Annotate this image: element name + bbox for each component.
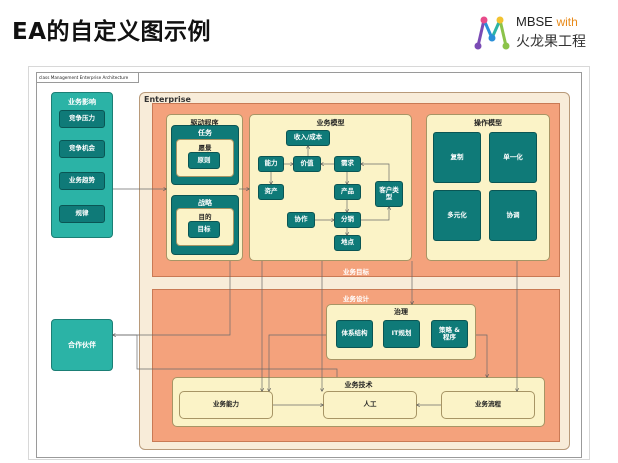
connector-customer-demand <box>361 164 390 181</box>
brand-subtitle: 火龙果工程 <box>516 34 586 50</box>
business-goals-label: 业务目标 <box>343 268 369 276</box>
influence-competitive-pressure[interactable]: 竞争压力 <box>59 110 105 128</box>
operating-model-title: 操作模型 <box>474 119 502 127</box>
slide-title: EA的自定义图示例 <box>12 19 212 45</box>
business-design-label: 业务设计 <box>343 295 369 303</box>
connector-lines <box>37 73 581 457</box>
tech-process[interactable]: 业务流程 <box>441 391 535 419</box>
partner-label: 合作伙伴 <box>68 341 96 349</box>
bm-location[interactable]: 地点 <box>334 235 361 251</box>
brand-name: MBSE with <box>516 14 578 29</box>
om-diversification[interactable]: 多元化 <box>433 190 481 241</box>
drivers-title: 驱动程序 <box>190 119 219 127</box>
gov-policy-procedure[interactable]: 策略 & 程序 <box>431 320 468 348</box>
governance-title: 治理 <box>394 308 408 316</box>
mission-label: 任务 <box>198 129 212 137</box>
connector-driver-partner <box>113 261 231 335</box>
tech-manual[interactable]: 人工 <box>323 391 417 419</box>
business-model-title: 业务模型 <box>316 119 345 127</box>
influences-title: 业务影响 <box>68 98 96 106</box>
bm-capability[interactable]: 能力 <box>258 156 284 172</box>
business-technology-title: 业务技术 <box>344 381 373 389</box>
principle-box[interactable]: 原则 <box>188 152 220 169</box>
connector-governance-capability <box>269 334 326 391</box>
connector-governance-process <box>476 334 487 377</box>
diagram-header: class Management Enterprise Architecture <box>37 73 140 83</box>
om-coordination[interactable]: 协调 <box>489 190 537 241</box>
influence-business-trend[interactable]: 业务趋势 <box>59 172 105 190</box>
partner-box[interactable]: 合作伙伴 <box>51 319 113 371</box>
strategy-label: 战略 <box>198 199 212 207</box>
diagram-canvas: class Management Enterprise Architecture… <box>36 72 582 458</box>
om-unification[interactable]: 单一化 <box>489 132 537 183</box>
purpose-label: 目的 <box>198 213 212 221</box>
tech-capability[interactable]: 业务能力 <box>179 391 273 419</box>
influences-panel[interactable]: 业务影响 竞争压力 竞争机会 业务趋势 规律 <box>51 92 113 238</box>
bm-asset[interactable]: 资产 <box>258 184 284 200</box>
influence-competitive-opportunity[interactable]: 竞争机会 <box>59 140 105 158</box>
objective-box[interactable]: 目标 <box>188 221 220 238</box>
connector-partner-technology <box>113 334 338 377</box>
gov-architecture[interactable]: 体系结构 <box>336 320 373 348</box>
om-replication[interactable]: 复制 <box>433 132 481 183</box>
mbse-logo-icon <box>474 16 510 50</box>
enterprise-label: Enterprise <box>144 95 191 104</box>
influence-regulation[interactable]: 规律 <box>59 205 105 223</box>
bm-collaboration[interactable]: 协作 <box>287 212 315 228</box>
connector-distribution-customer <box>361 207 389 221</box>
vision-label: 愿景 <box>198 144 212 152</box>
brand-logo: MBSE with 火龙果工程 <box>472 12 612 52</box>
gov-it-planning[interactable]: IT规划 <box>383 320 420 348</box>
